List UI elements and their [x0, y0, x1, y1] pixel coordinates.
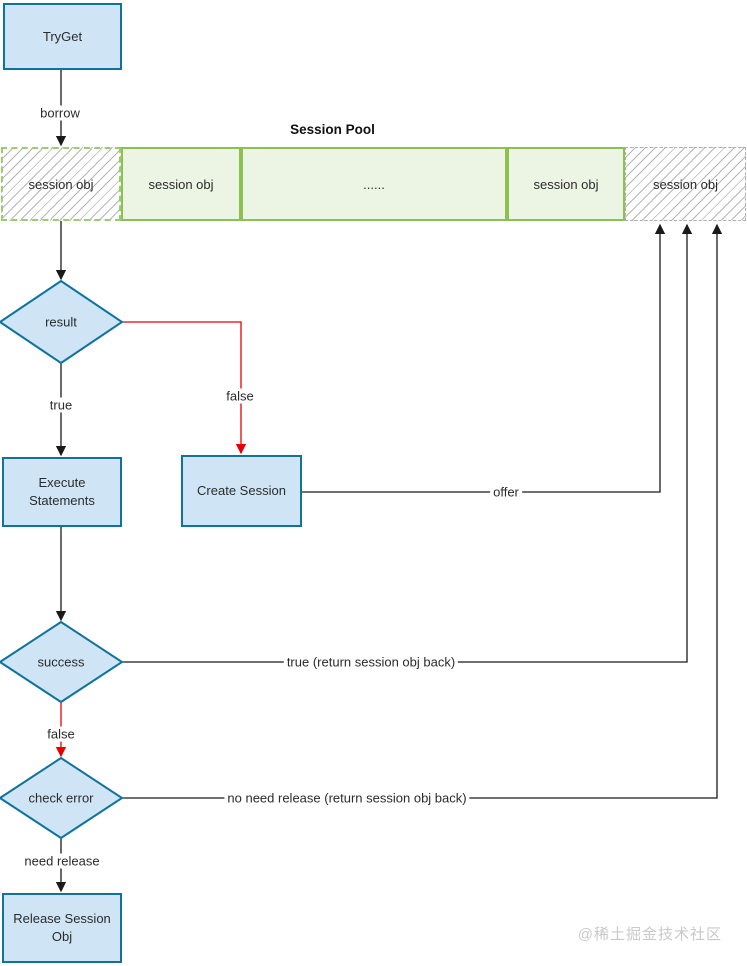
node-tryget-label: TryGet	[42, 28, 83, 44]
pool-cell-2-label: session obj	[148, 176, 214, 192]
edge-create-offer-to-pool	[302, 223, 666, 493]
decision-result-shape	[0, 279, 124, 365]
node-tryget: TryGet	[3, 3, 122, 70]
pool-cell-borrowed-left: session obj	[1, 147, 121, 221]
decision-success-shape	[0, 620, 124, 704]
node-release-label: Release Session Obj	[13, 911, 111, 944]
edge-label-success-true: true (return session obj back)	[283, 654, 459, 670]
pool-cell-2: session obj	[121, 147, 241, 221]
edge-label-result-false: false	[223, 388, 257, 404]
edge-label-borrow: borrow	[37, 105, 83, 121]
edge-success-true-to-pool	[122, 223, 693, 663]
decision-checkerror-shape	[0, 756, 124, 840]
node-create-session: Create Session	[181, 455, 302, 527]
decision-result-label: result	[45, 314, 77, 330]
edge-label-offer: offer	[490, 484, 522, 500]
node-execute-statements: Execute Statements	[2, 457, 122, 527]
decision-success-label: success	[37, 654, 85, 670]
watermark-text: @稀土掘金技术社区	[577, 926, 722, 943]
edge-label-result-true: true	[46, 397, 76, 413]
pool-cell-ellipsis: ......	[241, 147, 507, 221]
node-release-session-obj: Release Session Obj	[2, 893, 122, 963]
edge-label-success-false: false	[44, 726, 78, 742]
node-create-label: Create Session	[197, 483, 286, 499]
edge-label-need-release: need release	[21, 853, 103, 869]
pool-cell-1-label: session obj	[28, 176, 94, 192]
pool-cell-4-label: session obj	[533, 176, 599, 192]
decision-checkerror-label: check error	[28, 790, 94, 806]
pool-cell-4: session obj	[507, 147, 625, 221]
edge-label-no-need-release: no need release (return session obj back…	[224, 790, 470, 806]
edge-result-false-to-create	[122, 321, 247, 455]
pool-title: Session Pool	[290, 122, 375, 137]
pool-cell-3-label: ......	[363, 176, 385, 192]
pool-cell-returned-right: session obj	[625, 147, 746, 221]
node-execute-label: Execute Statements	[29, 475, 95, 508]
pool-cell-5-label: session obj	[652, 176, 719, 192]
